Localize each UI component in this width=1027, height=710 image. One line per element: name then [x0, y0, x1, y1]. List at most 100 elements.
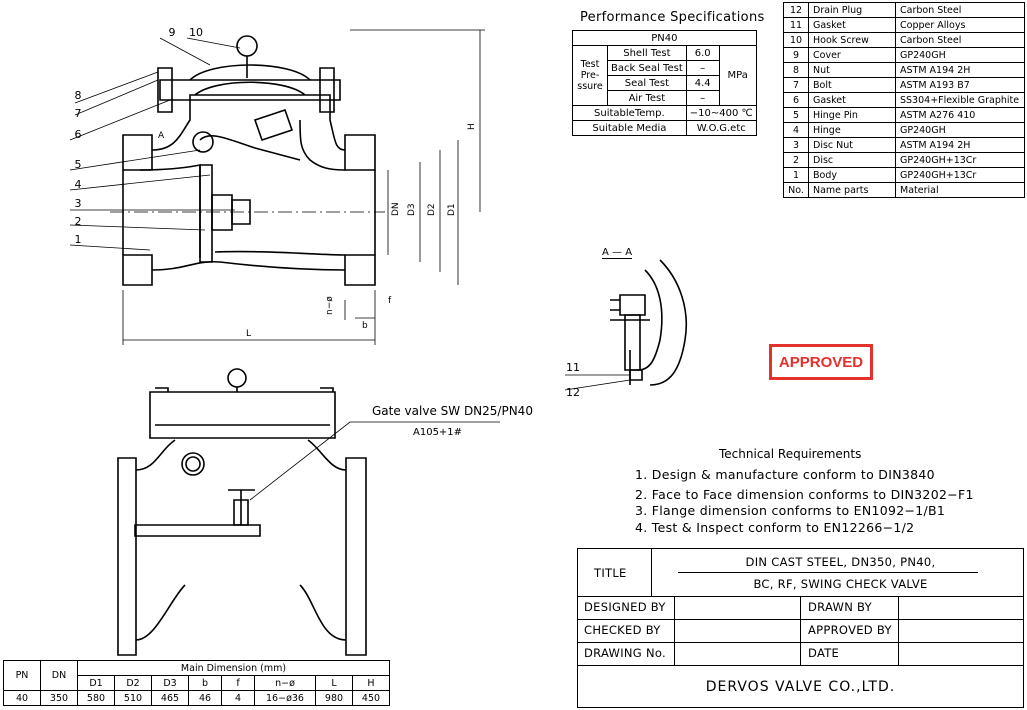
col-header: n−ø — [254, 675, 316, 691]
dim-label-a: A — [158, 131, 165, 141]
col-header: f — [221, 675, 255, 691]
gate-valve-label: Gate valve SW DN25/PN40 — [372, 404, 533, 418]
dim-label-d3: D3 — [407, 203, 417, 216]
callout-12: 12 — [566, 386, 580, 399]
dim-value: 16−ø36 — [254, 690, 316, 706]
temp-label: SuitableTemp. — [572, 105, 687, 121]
part-name: Gasket — [808, 17, 896, 33]
technical-item: 4. Test & Inspect conform to EN12266−1/2 — [635, 520, 915, 535]
part-no: 4 — [783, 122, 809, 138]
part-no: 6 — [783, 92, 809, 108]
title-label: TITLE — [594, 566, 627, 580]
gate-valve-sub: A105+1# — [413, 427, 463, 438]
part-material: GP240GH+13Cr — [895, 167, 1025, 183]
dim-label-d2: D2 — [427, 203, 437, 216]
date-label: DATE — [808, 646, 840, 660]
drawing-no-label: DRAWING No. — [584, 646, 666, 660]
part-material: ASTM A193 B7 — [895, 77, 1025, 93]
dim-value: 980 — [315, 690, 353, 706]
technical-item: 2. Face to Face dimension conforms to DI… — [635, 487, 974, 502]
part-material: GP240GH — [895, 122, 1025, 138]
part-no: 7 — [783, 77, 809, 93]
dn-value: 350 — [40, 690, 78, 706]
temp-value: −10~400 ℃ — [685, 105, 757, 121]
part-material: ASTM A276 410 — [895, 107, 1025, 123]
callout-10: 10 — [189, 26, 203, 39]
performance-table: PN40 Test Pre- ssure Shell Test 6.0 MPa … — [572, 30, 757, 136]
approved-by-label: APPROVED BY — [808, 623, 892, 637]
callout-3: 3 — [75, 197, 82, 210]
title-block: TITLE DIN CAST STEEL, DN350, PN40, BC, R… — [577, 548, 1024, 708]
dim-label-f: f — [388, 296, 392, 306]
part-name: Nut — [808, 62, 896, 78]
part-no: 5 — [783, 107, 809, 123]
dim-label-d1: D1 — [447, 203, 457, 216]
dim-label-h: H — [467, 123, 477, 130]
technical-item: 3. Flange dimension conforms to EN1092−1… — [635, 503, 946, 518]
part-name: Hinge — [808, 122, 896, 138]
dim-value: 46 — [188, 690, 222, 706]
company-name: DERVOS VALVE CO.,LTD. — [705, 679, 896, 695]
part-no: 9 — [783, 47, 809, 63]
part-material: Carbon Steel — [895, 2, 1025, 18]
part-no: 3 — [783, 137, 809, 153]
dim-label-n-phi: n−ø — [325, 296, 335, 315]
col-header: D1 — [77, 675, 115, 691]
callout-9: 9 — [169, 26, 176, 39]
part-material: Copper Alloys — [895, 17, 1025, 33]
part-name: Body — [808, 167, 896, 183]
approved-stamp: APPROVED — [769, 344, 873, 380]
dn-header: DN — [40, 660, 78, 691]
callout-11: 11 — [566, 361, 580, 374]
part-material: Carbon Steel — [895, 32, 1025, 48]
dim-label-b: b — [362, 321, 368, 331]
test-name: Seal Test — [607, 75, 687, 91]
callout-1: 1 — [75, 233, 82, 246]
test-name: Back Seal Test — [607, 60, 687, 76]
table-row: 40 350 580 510 465 46 4 16−ø36 980 450 — [3, 690, 390, 706]
col-header: b — [188, 675, 222, 691]
pn-value: 40 — [3, 690, 41, 706]
technical-item: 1. Design & manufacture conform to DIN38… — [635, 467, 935, 482]
pn-label: PN40 — [572, 30, 757, 46]
col-header: H — [352, 675, 390, 691]
main-dimension-table: PN DN Main Dimension (mm) D1 D2 D3 b f n… — [3, 660, 390, 706]
dim-label-l: L — [246, 329, 251, 339]
part-name: Disc Nut — [808, 137, 896, 153]
part-name: Drain Plug — [808, 2, 896, 18]
section-a-a-label: A — A — [602, 247, 633, 259]
test-value: – — [685, 60, 720, 76]
dim-value: 450 — [352, 690, 390, 706]
part-name: Disc — [808, 152, 896, 168]
valve-section-view: 1 2 3 4 5 6 7 8 9 10 L DN D3 D2 D1 H b f… — [69, 26, 485, 345]
callout-8: 8 — [75, 89, 82, 102]
col-header: D3 — [151, 675, 189, 691]
title-line-1: DIN CAST STEEL, DN350, PN40, — [745, 555, 936, 569]
part-name: Gasket — [808, 92, 896, 108]
part-material: ASTM A194 2H — [895, 137, 1025, 153]
dim-label-dn: DN — [391, 202, 401, 216]
callout-2: 2 — [75, 215, 82, 228]
callout-6: 6 — [75, 128, 82, 141]
callout-7: 7 — [75, 107, 82, 120]
media-value: W.O.G.etc — [685, 120, 757, 136]
header-material: Material — [895, 182, 1025, 198]
header-name: Name parts — [808, 182, 896, 198]
test-name: Shell Test — [607, 45, 687, 61]
part-no: 2 — [783, 152, 809, 168]
part-material: ASTM A194 2H — [895, 62, 1025, 78]
dim-value: 580 — [77, 690, 115, 706]
part-no: 10 — [783, 32, 809, 48]
test-value: – — [685, 90, 720, 106]
dim-value: 465 — [151, 690, 189, 706]
part-material: GP240GH — [895, 47, 1025, 63]
